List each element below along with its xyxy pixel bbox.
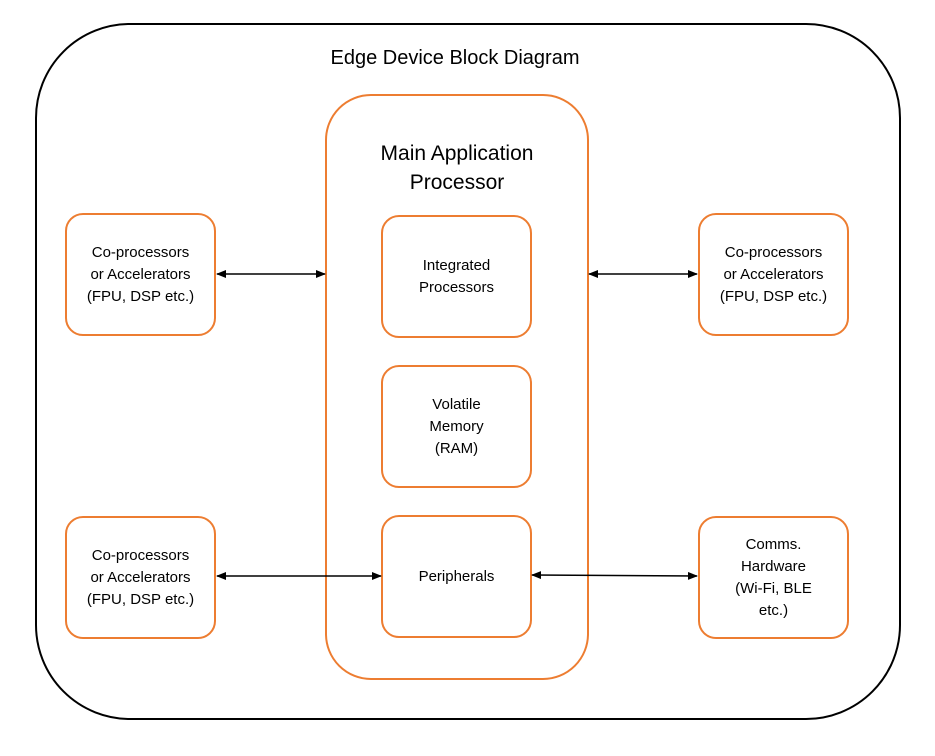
integrated-processors-block: Integrated Processors — [381, 215, 532, 338]
integrated-processors-label: Integrated Processors — [418, 256, 495, 296]
coprocessor-bottom-left-block: Co-processors or Accelerators (FPU, DSP … — [65, 516, 216, 639]
peripherals-block: Peripherals — [381, 515, 532, 638]
comms-hardware-label: Comms. Hardware (Wi-Fi, BLE etc.) — [735, 535, 812, 619]
main-application-processor-block — [325, 94, 589, 680]
volatile-memory-label: Volatile Memory (RAM) — [429, 395, 484, 457]
comms-hardware-block: Comms. Hardware (Wi-Fi, BLE etc.) — [698, 516, 849, 639]
coprocessor-top-right-label: Co-processors or Accelerators (FPU, DSP … — [719, 243, 828, 305]
coprocessor-top-left-block: Co-processors or Accelerators (FPU, DSP … — [65, 213, 216, 336]
coprocessor-bottom-left-label: Co-processors or Accelerators (FPU, DSP … — [86, 546, 195, 608]
device-frame — [35, 23, 901, 720]
main-application-processor-title: Main Application Processor — [380, 142, 534, 194]
coprocessor-top-right-block: Co-processors or Accelerators (FPU, DSP … — [698, 213, 849, 336]
coprocessor-top-left-label: Co-processors or Accelerators (FPU, DSP … — [86, 243, 195, 305]
peripherals-label: Peripherals — [418, 567, 495, 585]
diagram-title: Edge Device Block Diagram — [330, 47, 580, 69]
volatile-memory-block: Volatile Memory (RAM) — [381, 365, 532, 488]
